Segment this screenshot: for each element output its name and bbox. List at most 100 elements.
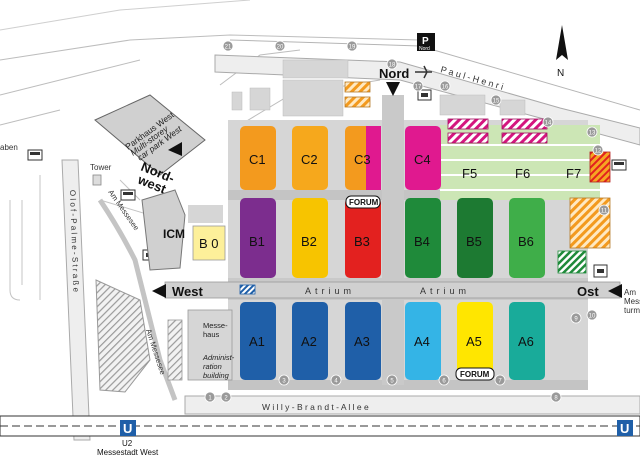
svg-text:20: 20 <box>277 45 284 51</box>
hall-c2[interactable]: C2 <box>292 126 328 190</box>
hall-f5[interactable]: F5 <box>462 166 477 181</box>
gate-14: 14 <box>542 116 554 128</box>
gate-20: 20 <box>274 40 286 52</box>
u-bahn-line <box>0 415 640 437</box>
svg-text:C4: C4 <box>414 152 431 167</box>
bus-icon-left <box>27 149 43 161</box>
atrium-label-2: Atrium <box>420 286 470 296</box>
hatched-area-nord-2 <box>344 96 371 108</box>
svg-text:5: 5 <box>390 379 394 385</box>
svg-text:B5: B5 <box>466 234 482 249</box>
svg-text:13: 13 <box>589 131 596 137</box>
svg-text:turm: turm <box>624 306 640 315</box>
svg-text:11: 11 <box>601 209 608 215</box>
taxi-icon-nord <box>417 89 432 101</box>
gate-9: 9 <box>570 312 582 324</box>
u2-line-label: U2 <box>122 439 133 448</box>
svg-text:aben: aben <box>0 143 18 152</box>
gate-15: 15 <box>490 94 502 106</box>
gate-2: 2 <box>220 391 232 403</box>
hall-b3[interactable]: B3 <box>345 198 381 278</box>
hall-b1[interactable]: B1 <box>240 198 276 278</box>
svg-text:A2: A2 <box>301 334 317 349</box>
svg-text:8: 8 <box>554 396 558 402</box>
hatched-area-mag-1 <box>447 118 489 130</box>
forum-a5-sign: FORUM <box>455 367 495 381</box>
svg-text:building: building <box>203 371 230 380</box>
gate-10: 10 <box>586 309 598 321</box>
hall-b0[interactable] <box>192 225 226 261</box>
street-olof-palme: O l o f - P a l m e - S t r a ß e <box>68 190 81 293</box>
hall-a3[interactable]: A3 <box>345 302 381 380</box>
svg-text:1: 1 <box>208 396 212 402</box>
hall-a2[interactable]: A2 <box>292 302 328 380</box>
svg-text:4: 4 <box>334 379 338 385</box>
svg-text:B2: B2 <box>301 234 317 249</box>
svg-text:18: 18 <box>389 63 396 69</box>
hall-a4[interactable]: A4 <box>405 302 441 380</box>
svg-text:B4: B4 <box>414 234 430 249</box>
parkhaus-west: Parkhaus West Multi-storey car park West <box>94 94 206 176</box>
hatched-area-mag-2 <box>447 132 489 144</box>
paul-henri-road <box>214 54 640 146</box>
u-bahn-station-west-icon: U <box>120 420 136 436</box>
svg-text:C2: C2 <box>301 152 318 167</box>
hall-b6[interactable]: B6 <box>509 198 545 278</box>
gate-6: 6 <box>438 374 450 386</box>
hall-b4[interactable]: B4 <box>405 198 441 278</box>
hall-b5[interactable]: B5 <box>457 198 493 278</box>
svg-text:Messe-: Messe- <box>203 321 228 330</box>
hall-c1[interactable]: C1 <box>240 126 276 190</box>
svg-text:15: 15 <box>493 99 500 105</box>
gate-1: 1 <box>204 391 216 403</box>
svg-text:19: 19 <box>349 45 356 51</box>
gate-19: 19 <box>346 40 358 52</box>
hatched-area-east-green <box>557 250 587 274</box>
svg-text:16: 16 <box>442 85 449 91</box>
tower-label: Tower <box>90 163 112 172</box>
gate-16: 16 <box>439 80 451 92</box>
nord-label: Nord <box>379 66 409 81</box>
taxi-icon-ost <box>593 264 608 278</box>
hall-a5[interactable]: A5 <box>457 302 493 380</box>
messehaus-building <box>187 309 233 381</box>
hall-f7[interactable]: F7 <box>566 166 581 181</box>
west-entrance-label: West <box>172 284 203 299</box>
hall-f6[interactable]: F6 <box>515 166 530 181</box>
svg-text:A5: A5 <box>466 334 482 349</box>
svg-text:Am: Am <box>624 288 636 297</box>
bus-icon-mid <box>120 189 136 201</box>
svg-text:A4: A4 <box>414 334 430 349</box>
compass-north-icon: N <box>556 25 568 79</box>
forum-b3-sign: FORUM <box>345 195 381 209</box>
gate-21: 21 <box>222 40 234 52</box>
u2-station-label: Messestadt West <box>97 448 159 456</box>
hall-b2[interactable]: B2 <box>292 198 328 278</box>
svg-text:10: 10 <box>589 314 596 320</box>
svg-text:Nord: Nord <box>419 46 430 52</box>
svg-text:A6: A6 <box>518 334 534 349</box>
atrium-label-1: Atrium <box>305 286 355 296</box>
hall-a6[interactable]: A6 <box>509 302 545 380</box>
svg-text:P: P <box>422 36 429 47</box>
svg-text:haus: haus <box>203 330 220 339</box>
svg-text:FORUM: FORUM <box>349 198 379 207</box>
hall-a1[interactable]: A1 <box>240 302 276 380</box>
svg-text:B 0: B 0 <box>199 236 219 251</box>
svg-text:A3: A3 <box>354 334 370 349</box>
svg-text:14: 14 <box>545 121 552 127</box>
parking-nord-sign <box>417 33 435 51</box>
hall-c4[interactable]: C4 <box>405 126 441 190</box>
hall-c3[interactable]: C3 <box>345 126 381 190</box>
svg-text:Messe: Messe <box>624 297 640 306</box>
svg-text:U: U <box>123 421 132 436</box>
u-bahn-station-east-icon: U <box>617 420 633 436</box>
svg-text:ration: ration <box>203 362 222 371</box>
gate-8: 8 <box>550 391 562 403</box>
svg-text:6: 6 <box>442 379 446 385</box>
svg-text:2: 2 <box>224 396 228 402</box>
svg-text:B1: B1 <box>249 234 265 249</box>
hatched-area-nord-1 <box>344 81 371 93</box>
nord-arrow-icon <box>386 82 400 96</box>
